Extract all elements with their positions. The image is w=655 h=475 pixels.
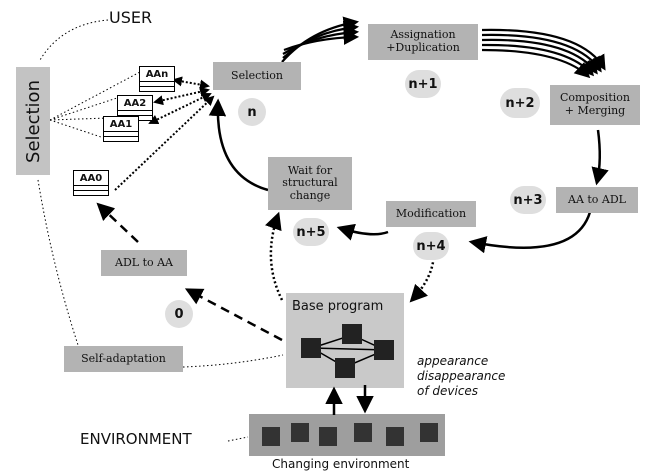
step-n1: n+1 [405,70,441,98]
step-n5: n+5 [293,218,329,246]
aa-stack-0: AA0 [73,170,109,196]
wait-structural-change-box: Wait for structural change [268,157,352,210]
aa-stack-n: AAn [139,66,175,92]
base-program-network [301,324,394,378]
step-n4: n+4 [413,232,449,260]
assignation-box: Assignation +Duplication [368,24,478,60]
step-n2: n+2 [500,88,540,118]
step-n: n [238,98,266,126]
aa-stack-1: AA1 [103,116,139,142]
environment-devices [262,423,438,446]
flow-arrows [208,98,609,254]
base-program-label: Base program [292,299,384,314]
step-n3: n+3 [510,186,546,214]
dotted-links [37,19,284,442]
self-adaptation-box: Self-adaptation [64,346,183,372]
fan-arrows-to-assignation [281,16,360,63]
aa-selection-arrows [114,76,215,191]
aa-to-adl-box: AA to ADL [556,187,638,213]
fan-arrows-to-composition [481,28,606,79]
step-zero: 0 [165,300,193,328]
user-label: USER [109,8,153,27]
devices-note: appearance disappearance of devices [417,354,506,398]
selection-vertical-label: Selection [16,67,50,175]
composition-box: Composition + Merging [550,85,640,125]
modification-box: Modification [386,201,476,227]
environment-arrows [325,385,374,415]
dashed-arrows [96,202,283,342]
adl-to-aa-box: ADL to AA [101,250,187,276]
selection-box: Selection [213,62,301,90]
environment-label: ENVIRONMENT [80,430,192,448]
changing-environment-label: Changing environment [272,457,410,471]
